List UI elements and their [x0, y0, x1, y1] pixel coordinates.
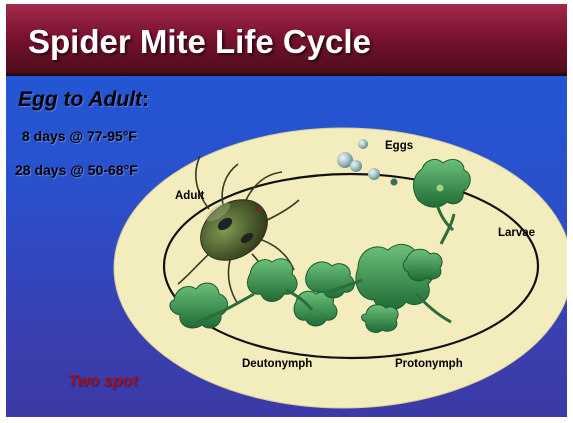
- egg: [358, 139, 368, 149]
- larva: [437, 185, 444, 192]
- egg: [391, 179, 398, 186]
- stage-label-eggs: Eggs: [385, 140, 413, 152]
- species-caption: Two spot: [68, 373, 138, 391]
- stage-label-adult: Adult: [175, 190, 204, 202]
- egg: [350, 160, 362, 172]
- stage-label-deutonymph: Deutonymph: [242, 358, 312, 370]
- slide: Spider Mite Life Cycle Egg to Adult: 8 d…: [6, 4, 567, 417]
- egg: [368, 168, 380, 180]
- life-cycle-diagram: [6, 4, 567, 417]
- stage-label-larvae: Larvae: [498, 227, 535, 239]
- stage-label-protonymph: Protonymph: [395, 358, 463, 370]
